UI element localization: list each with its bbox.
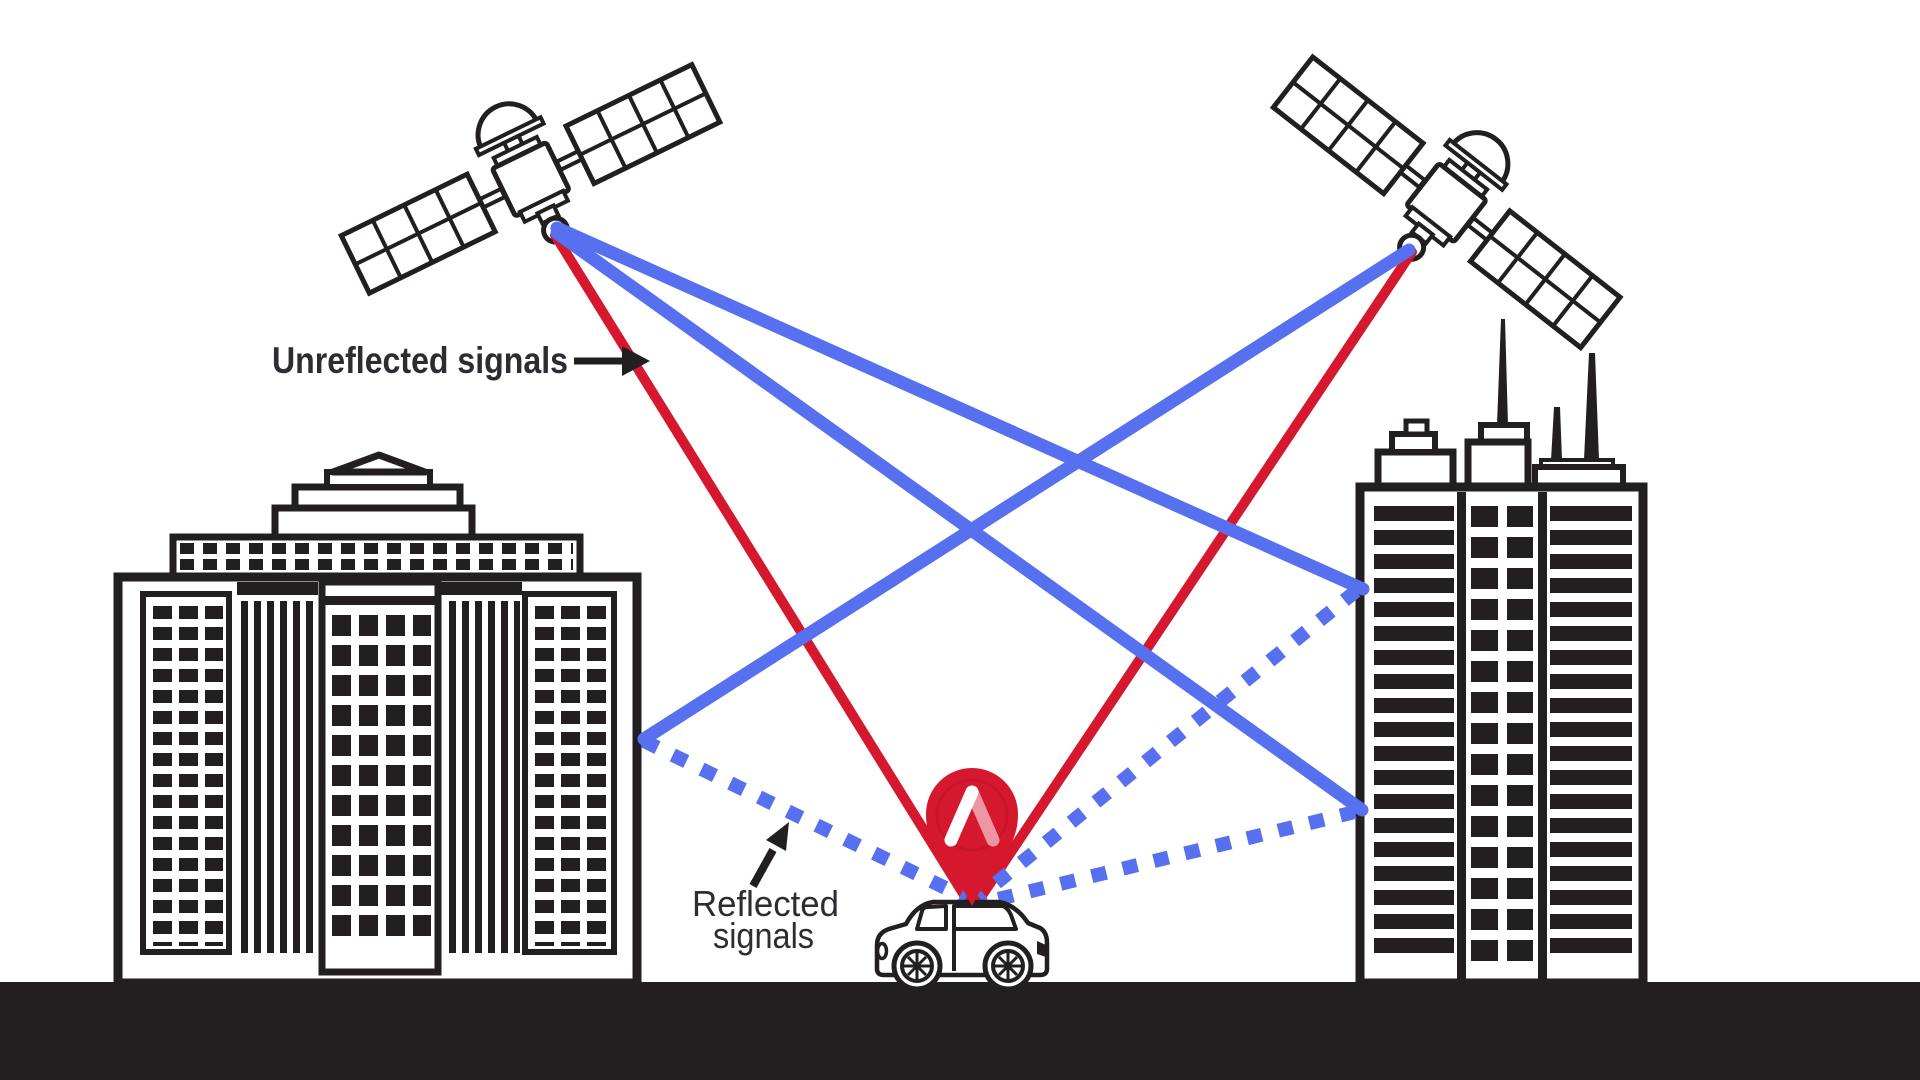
antenna-mast [1584, 353, 1599, 460]
unreflected-signal-right [972, 247, 1417, 908]
pin-body [926, 768, 1018, 906]
pin-inner-ring [935, 778, 1009, 852]
building-windows [149, 600, 223, 946]
car-rear-window [952, 904, 1018, 931]
antenna-mast [1497, 319, 1508, 425]
left-building [113, 451, 642, 988]
building-column-bar [322, 596, 438, 605]
building-windows [531, 600, 608, 946]
location-pin-icon [926, 768, 1018, 906]
rooftop-step [1389, 431, 1438, 455]
rooftop-knob [1403, 418, 1430, 437]
reflected-label-group: Reflected signals [692, 822, 839, 956]
blue-signal-to-right-building-lower [550, 226, 1369, 817]
reflected-signal-from-left-building [640, 734, 970, 905]
car-headlight [875, 941, 889, 961]
building-column-cap [237, 582, 318, 595]
unreflected-label-arrow-head [622, 346, 650, 376]
unreflected-signal-left [550, 230, 974, 908]
label-reflected-line1: Reflected [692, 883, 839, 924]
building-crown-step [271, 504, 476, 541]
road-ground [0, 982, 1920, 1080]
building-column-cap [441, 582, 522, 595]
right-building [1355, 319, 1648, 988]
rooftop-box [1464, 438, 1532, 491]
car-taillight [1037, 941, 1046, 957]
building-band-windows [180, 543, 573, 571]
car-front-wheel [891, 940, 943, 992]
blue-signal-to-left-building [637, 243, 1416, 746]
label-reflected-line2: signals [713, 915, 814, 956]
reflected-label-arrow-head [766, 822, 789, 851]
reflected-label-arrow-shaft [749, 848, 777, 888]
building-stripes [443, 601, 520, 953]
car-front-window [915, 904, 948, 931]
building-windows [1471, 506, 1533, 962]
pin-logo-left-stroke [944, 785, 979, 847]
antenna-mast [1551, 407, 1562, 460]
building-pediment [329, 451, 429, 476]
car-icon [874, 899, 1050, 992]
car-rear-wheel [982, 940, 1034, 992]
blue-signal-to-right-building-upper [550, 221, 1370, 596]
unreflected-label-group: Unreflected signals [272, 340, 650, 381]
building-windows [1374, 506, 1454, 962]
building-stripes [239, 601, 316, 953]
building-divider [1457, 492, 1466, 983]
building-divider [1538, 492, 1547, 983]
label-unreflected-signals: Unreflected signals [272, 340, 568, 381]
building-crown-step [291, 483, 464, 512]
building-windows [329, 611, 431, 945]
rooftop-step [1374, 448, 1457, 491]
building-windows [1550, 506, 1632, 962]
